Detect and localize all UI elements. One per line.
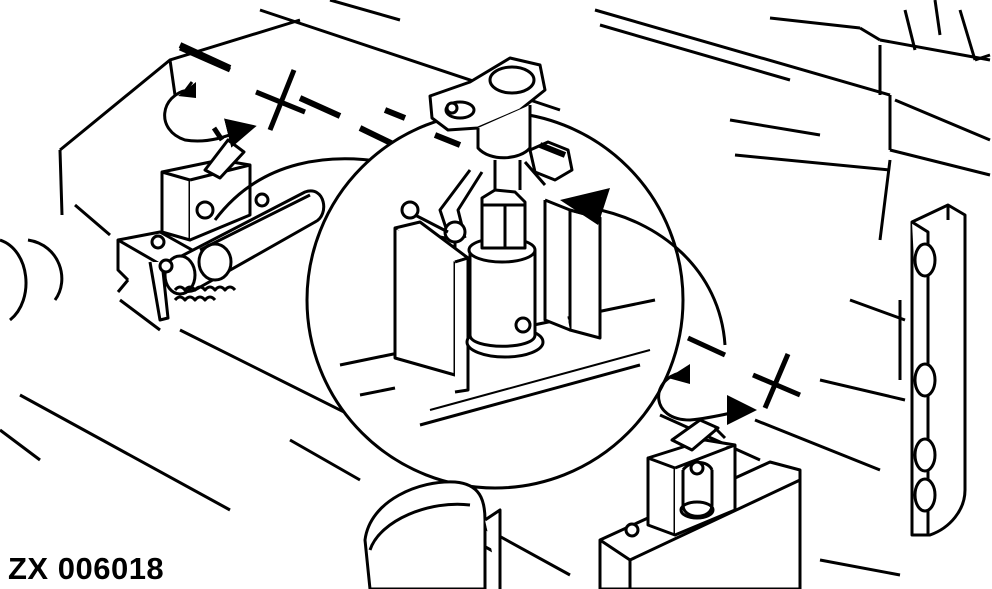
plus-sign-lower-v — [762, 353, 791, 409]
left-adjust-arrows — [163, 81, 257, 148]
upper-left-signs — [178, 45, 306, 131]
detail-lever-cam — [400, 56, 574, 244]
plus-sign-upper-v — [267, 69, 297, 131]
pointer-arrow-right — [560, 188, 727, 346]
right-adjust-arrows — [657, 364, 757, 426]
detail-bracket-right — [543, 198, 602, 340]
machine-frame-lines — [0, 0, 991, 577]
lower-right-signs — [686, 335, 801, 409]
minus-sign-lower — [686, 335, 727, 358]
detail-bracket-left — [393, 220, 470, 394]
detail-cylinder-bolt — [465, 188, 545, 359]
detail-dash-lines — [383, 107, 567, 158]
figure-reference-code: ZX 006018 — [8, 551, 165, 586]
right-stop-assembly — [598, 418, 802, 589]
left-stop-assembly — [116, 126, 326, 322]
lower-center-part — [363, 480, 502, 589]
minus-sign-upper — [178, 45, 232, 73]
right-perforated-beam — [910, 203, 967, 537]
